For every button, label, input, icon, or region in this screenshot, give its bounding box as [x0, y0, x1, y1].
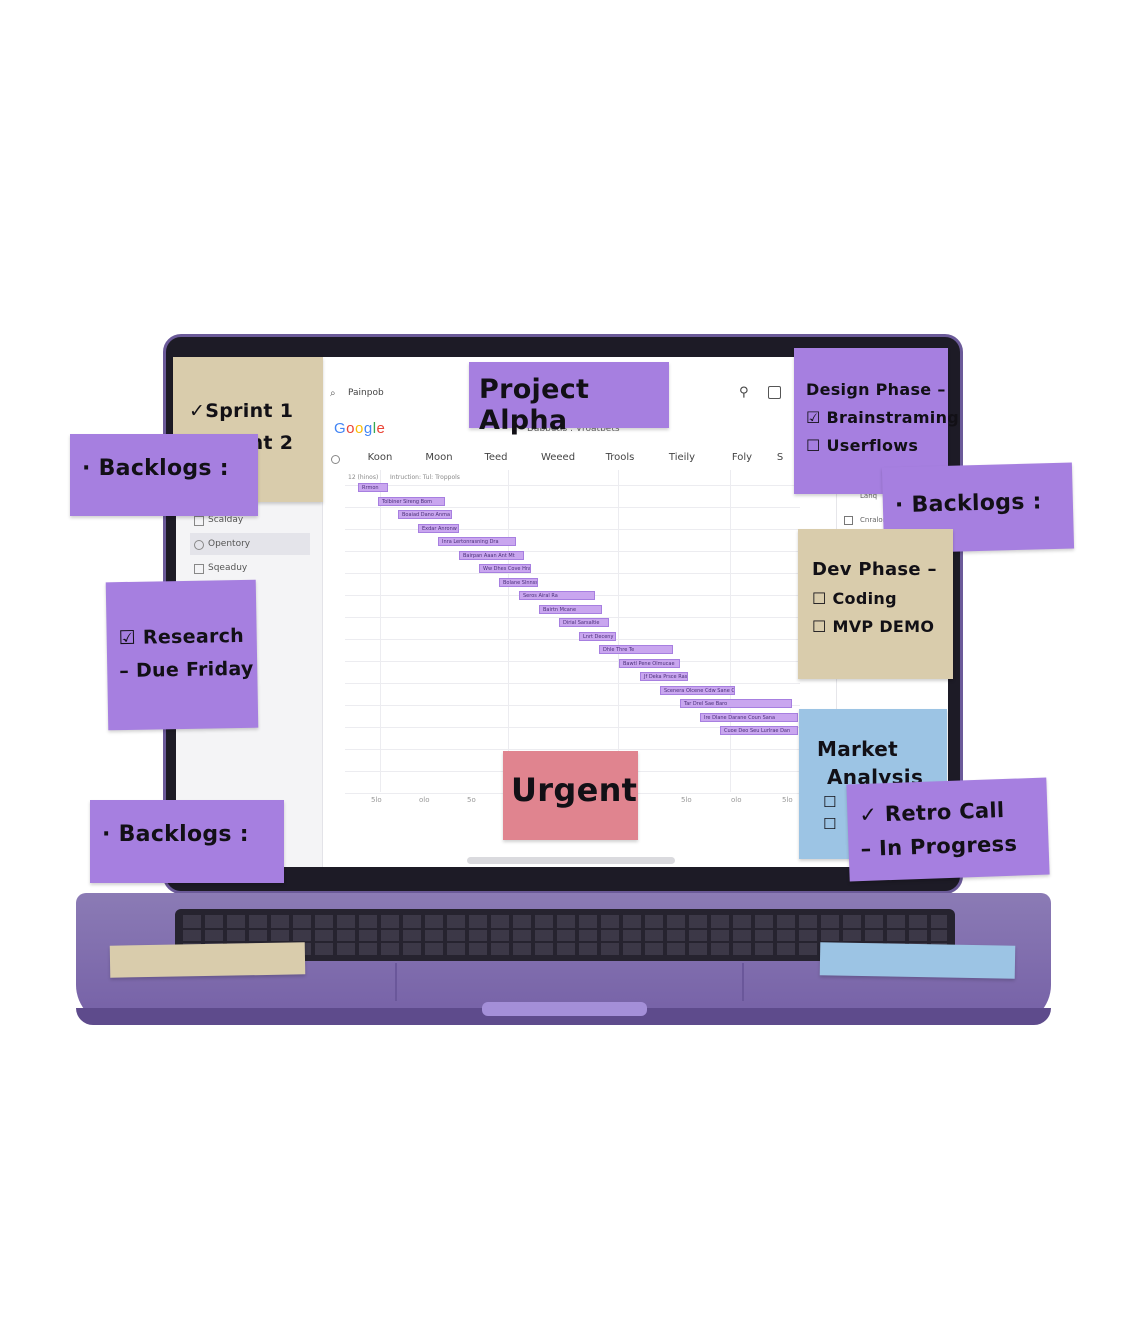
grid-row-line: [345, 617, 800, 618]
day-header[interactable]: Trools: [605, 452, 635, 463]
task-bar[interactable]: Dhle Thre Te: [599, 645, 673, 654]
grid-row-line: [345, 529, 800, 530]
view-subtitle: Dabbetis : Vroatbets: [527, 424, 620, 434]
today-icon[interactable]: [331, 455, 340, 464]
sticky-note-urgent: Urgent: [503, 751, 638, 840]
task-bar[interactable]: Ire Dlane Darane Coun Sana: [700, 713, 798, 722]
sidebar-item[interactable]: Sqeaduy: [208, 563, 248, 573]
sticky-note-research: ☑ Research – Due Friday: [105, 579, 259, 731]
clock-icon: [194, 540, 204, 550]
grid-row-line: [345, 683, 800, 684]
right-panel-item[interactable]: Lanq: [860, 492, 878, 500]
note-line: ☑ Brainstraming: [806, 408, 960, 427]
note-line: ✓Sprint 1: [189, 400, 294, 422]
x-tick: 5lo: [681, 796, 692, 804]
x-tick: olo: [731, 796, 742, 804]
project-title: Project Alpha: [479, 374, 590, 436]
horizontal-scrollbar[interactable]: [467, 857, 675, 864]
note-line: Design Phase –: [806, 380, 946, 399]
checkbox-icon: ☐: [823, 815, 837, 833]
settings-icon[interactable]: [768, 386, 781, 399]
grid-column-line: [618, 470, 619, 792]
trackpad[interactable]: [395, 963, 744, 1001]
calendar-icon: [194, 516, 204, 526]
task-bar[interactable]: Jf Deka Prsce Rasr: [640, 672, 688, 681]
panel-icon: [844, 516, 853, 525]
grid-column-line: [508, 470, 509, 792]
task-bar[interactable]: Tolbiner Sireng Bom: [378, 497, 445, 506]
sticky-note-backlogs: · Backlogs :: [90, 800, 284, 883]
task-bar[interactable]: Dirial Sarsaltie: [559, 618, 609, 627]
right-panel-item[interactable]: Cnralor: [860, 516, 886, 524]
search-input[interactable]: Painpob: [348, 388, 384, 398]
grid-row-line: [345, 705, 800, 706]
day-header[interactable]: Weeed: [540, 452, 576, 463]
note-line: ☑ Research: [118, 624, 245, 650]
day-header[interactable]: Foly: [731, 452, 753, 463]
grid-column-line: [380, 470, 381, 792]
grid-row-line: [345, 507, 800, 508]
grid-row-line: [345, 749, 800, 750]
sticky-note-dev-phase: Dev Phase – ☐ Coding ☐ MVP DEMO: [798, 529, 953, 679]
task-bar[interactable]: Scenera Olcene Cdw Sane Coan: [660, 686, 735, 695]
task-bar[interactable]: Bairtn Mcane: [539, 605, 602, 614]
task-bar[interactable]: Bolane Slnnssy: [499, 578, 538, 587]
task-bar[interactable]: Ww Dhes Cove Hrane Unare Lrane: [479, 564, 531, 573]
x-tick: olo: [419, 796, 430, 804]
list-icon: [194, 564, 204, 574]
note-line: – In Progress: [860, 831, 1018, 862]
laptop-notch: [482, 1002, 647, 1016]
day-header[interactable]: S: [776, 452, 784, 463]
note-line: ☐ MVP DEMO: [812, 617, 935, 636]
task-bar[interactable]: Seros Airal Ra: [519, 591, 595, 600]
note-line: · Backlogs :: [82, 456, 229, 481]
x-tick: 5o: [467, 796, 476, 804]
sidebar-item[interactable]: Scalday: [208, 515, 244, 525]
task-bar[interactable]: Tar Drel Sae Baro: [680, 699, 792, 708]
note-line: ☐ Userflows: [806, 436, 919, 455]
day-header[interactable]: Moon: [425, 452, 453, 463]
sidebar-item-active[interactable]: Opentory: [190, 533, 310, 555]
note-line: · Backlogs :: [102, 822, 249, 847]
task-bar[interactable]: Bawtl Pene Olmucae: [619, 659, 680, 668]
grid-row-line: [345, 639, 800, 640]
note-line: – Due Friday: [119, 657, 254, 683]
grid-column-line: [730, 470, 731, 792]
grid-row-line: [345, 573, 800, 574]
task-bar[interactable]: Rrmon: [358, 483, 388, 492]
sticky-note-project-title: Project Alpha: [469, 362, 669, 436]
header-count: 12 (hinos): [348, 474, 379, 481]
note-line: Dev Phase –: [812, 559, 937, 580]
note-line: Market: [817, 737, 898, 761]
day-header[interactable]: Teed: [484, 452, 508, 463]
brand-logo: Google: [334, 420, 386, 437]
grid-row-line: [345, 661, 800, 662]
x-tick: 5lo: [782, 796, 793, 804]
task-bar[interactable]: Bairpan Aaan Ant Mt: [459, 551, 524, 560]
laptop-base-edge: [76, 1008, 1051, 1025]
checkbox-icon: ☐: [823, 793, 837, 811]
note-line: Urgent: [511, 771, 638, 809]
grid-row-line: [345, 551, 800, 552]
x-tick: 5lo: [371, 796, 382, 804]
sticky-note-backlogs: · Backlogs :: [70, 434, 258, 516]
sticky-note-blank-blue: [819, 942, 1016, 979]
sticky-note-retro-call: ✓ Retro Call – In Progress: [846, 777, 1050, 882]
task-bar[interactable]: Cuoe Deo Seu Lurlrae Dan: [720, 726, 798, 735]
task-bar[interactable]: Boaiad Dano Anma Leraaa: [398, 510, 452, 519]
day-header[interactable]: Tieily: [668, 452, 696, 463]
task-bar[interactable]: Exdar Anronw: [418, 524, 459, 533]
sticky-note-blank-tan: [109, 942, 306, 978]
task-bar[interactable]: Inra Lertonrasning Dra: [438, 537, 516, 546]
search-icon[interactable]: ⌕: [330, 388, 336, 399]
day-header[interactable]: Koon: [367, 452, 393, 463]
grid-row-line: [345, 727, 800, 728]
header-note: Intruction: Tul: Troppols: [390, 474, 460, 481]
note-line: · Backlogs :: [894, 489, 1043, 519]
grid-row-line: [345, 485, 800, 486]
task-bar[interactable]: Lnrt Deceny Flar: [579, 632, 616, 641]
magnifier-icon[interactable]: ⚲: [739, 385, 749, 400]
note-line: ☐ Coding: [812, 589, 897, 608]
